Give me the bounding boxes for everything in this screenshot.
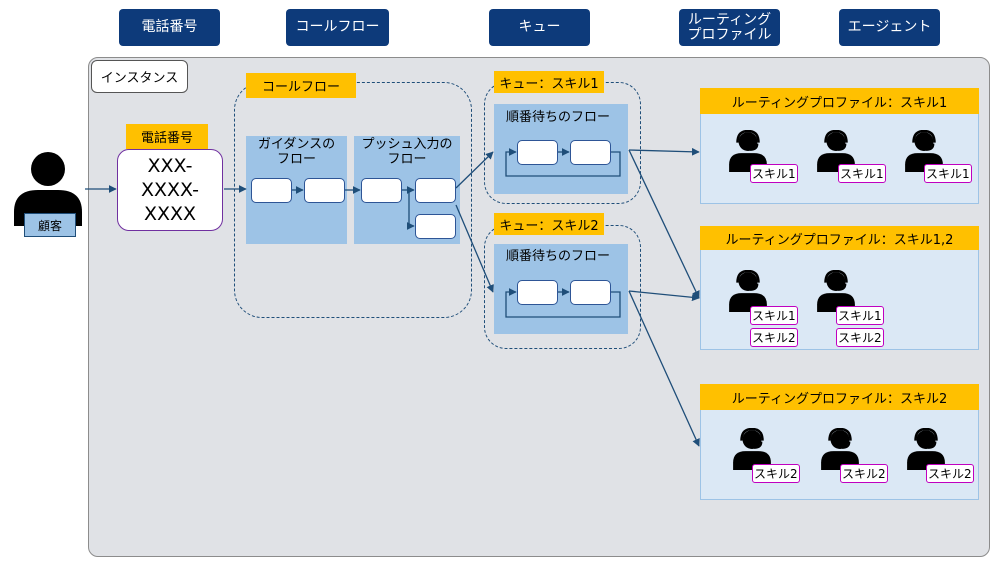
- queue-skill2-flow-title: 順番待ちのフロー: [506, 249, 611, 264]
- flow-block: [304, 178, 345, 203]
- skill-badge: スキル2: [840, 464, 888, 483]
- flow-block: [415, 178, 456, 203]
- header-queue: キュー: [489, 9, 590, 46]
- flow-block: [361, 178, 402, 203]
- flow-block: [251, 178, 292, 203]
- queue-skill1-flow-title: 順番待ちのフロー: [506, 110, 611, 125]
- routing-profile-skill2-label: ルーティングプロファイル：スキル2: [700, 384, 979, 410]
- skill-badge: スキル1: [750, 164, 798, 183]
- push-input-flow-title: プッシュ入力の フロー: [361, 137, 453, 167]
- routing-profile-skill1-label: ルーティングプロファイル：スキル1: [700, 88, 979, 114]
- queue-skill2-label: キュー：スキル2: [494, 213, 604, 235]
- call-flow-label: コールフロー: [246, 73, 356, 98]
- skill-badge: スキル2: [752, 464, 800, 483]
- header-call-flow: コールフロー: [286, 9, 389, 46]
- routing-profile-skill1-2-label: ルーティングプロファイル：スキル1,2: [700, 226, 979, 250]
- flow-block: [570, 140, 611, 165]
- queue-skill1-label: キュー：スキル1: [494, 71, 604, 93]
- flow-block: [570, 280, 611, 305]
- skill-badge: スキル1: [750, 306, 798, 325]
- skill-badge: スキル2: [750, 328, 798, 347]
- phone-number-label: 電話番号: [126, 124, 208, 149]
- instance-label: インスタンス: [91, 60, 188, 93]
- skill-badge: スキル2: [926, 464, 974, 483]
- flow-block: [517, 140, 558, 165]
- skill-badge: スキル1: [836, 306, 884, 325]
- header-agent: エージェント: [839, 9, 940, 46]
- header-phone-number: 電話番号: [119, 9, 220, 46]
- skill-badge: スキル1: [838, 164, 886, 183]
- skill-badge: スキル1: [924, 164, 972, 183]
- guidance-flow-title: ガイダンスの フロー: [257, 137, 336, 167]
- skill-badge: スキル2: [836, 328, 884, 347]
- phone-number-box: XXX- XXXX- XXXX: [117, 149, 223, 231]
- flow-block: [415, 214, 456, 239]
- header-routing-profile: ルーティング プロファイル: [679, 9, 780, 46]
- flow-block: [517, 280, 558, 305]
- customer-label: 顧客: [24, 213, 76, 237]
